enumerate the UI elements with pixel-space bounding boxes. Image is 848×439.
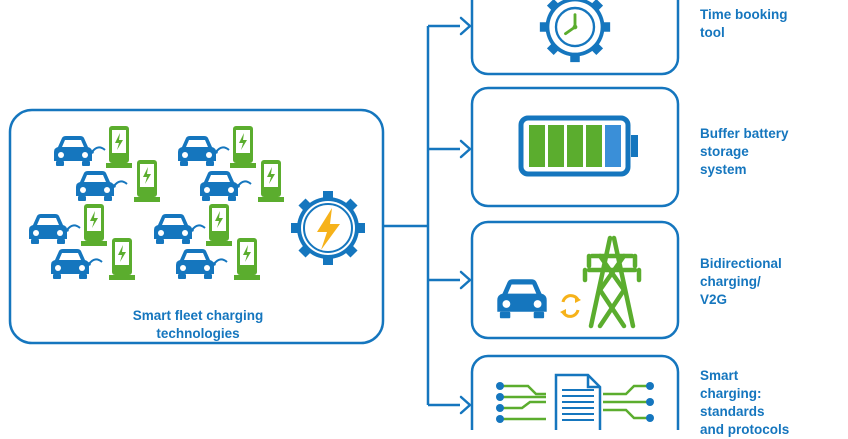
buffer-battery-label: Buffer battery storage system [700,125,840,179]
smart-charging-label-line3: standards [700,404,765,419]
time-booking-label-line2: tool [700,25,725,40]
buffer-battery-label-line1: Buffer battery [700,126,789,141]
bidirectional-box [470,220,680,340]
clock-gear-icon [539,0,611,63]
car-to-grid-icon [497,235,642,329]
bidirectional-label-line2: charging/ [700,274,761,289]
bidirectional-label: Bidirectional charging/ V2G [700,255,840,309]
bidirectional-label-line3: V2G [700,292,728,307]
lightning-gear-icon [291,191,365,265]
arrowheads [459,16,472,415]
source-label-line1: Smart fleet charging [132,308,264,323]
smart-charging-label-line1: Smart [700,368,739,383]
source-label: Smart fleet charging technologies [112,307,284,343]
source-label-line2: technologies [156,326,240,341]
buffer-battery-label-line2: storage [700,144,749,159]
battery-icon [518,115,638,177]
time-booking-label-line1: Time booking [700,7,788,22]
time-booking-label: Time booking tool [700,6,840,42]
smart-charging-label-line2: charging: [700,386,762,401]
document-protocol-icon [496,373,654,430]
buffer-battery-label-line3: system [700,162,747,177]
diagram-canvas [8,0,680,430]
smart-charging-label: Smart charging: standards and protocols [700,367,840,439]
bidirectional-label-line1: Bidirectional [700,256,782,271]
smart-charging-label-line4: and protocols [700,422,790,437]
connector-lines [383,24,460,407]
